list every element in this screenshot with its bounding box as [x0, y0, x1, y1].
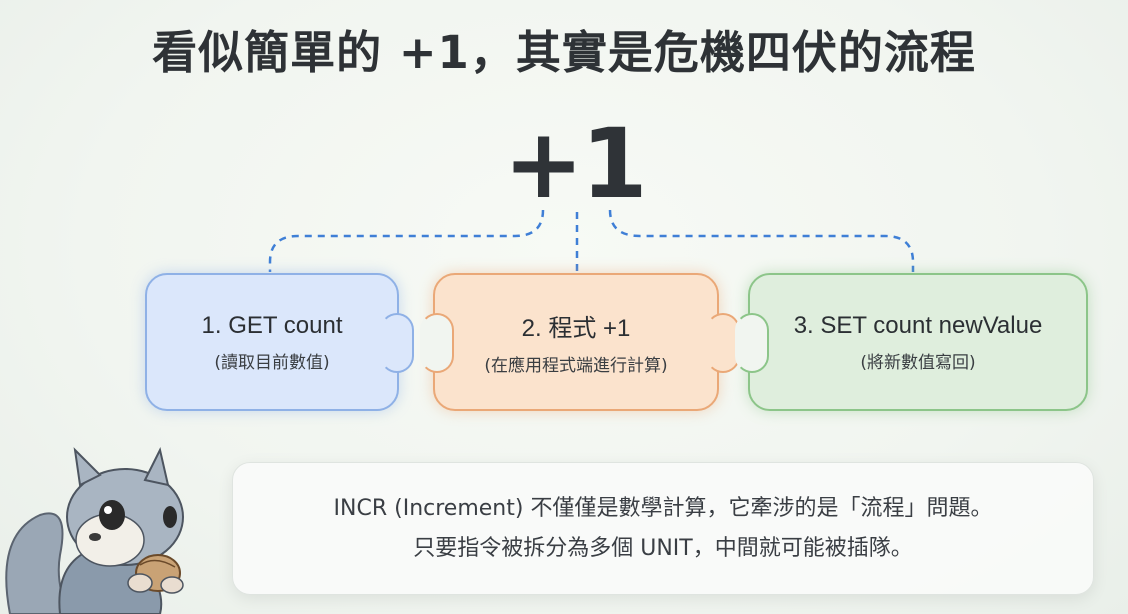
- step-set-subtitle: (將新數值寫回): [860, 352, 976, 373]
- step-compute-title: 2. 程式 +1: [521, 315, 631, 342]
- explanation-note: INCR (Increment) 不僅僅是數學計算，它牽涉的是「流程」問題。 只…: [232, 462, 1094, 595]
- puzzle-tab-1: [380, 313, 414, 373]
- step-get-subtitle: (讀取目前數值): [214, 352, 330, 373]
- puzzle-socket-3: [735, 313, 769, 373]
- connector-left: [268, 209, 545, 272]
- step-set-card: 3. SET count newValue (將新數值寫回): [748, 273, 1088, 411]
- puzzle-socket-2: [420, 313, 454, 373]
- page-title: 看似簡單的 +1，其實是危機四伏的流程: [152, 26, 976, 79]
- step-set-title: 3. SET count newValue: [793, 311, 1043, 339]
- step-compute-card: 2. 程式 +1 (在應用程式端進行計算): [433, 273, 719, 411]
- note-line-2: 只要指令被拆分為多個 UNIT，中間就可能被插隊。: [413, 535, 913, 561]
- step-get-card: 1. GET count (讀取目前數值): [145, 273, 399, 411]
- connector-right: [608, 209, 915, 272]
- step-compute-subtitle: (在應用程式端進行計算): [484, 356, 668, 376]
- plus-one-label: +1: [503, 108, 647, 220]
- note-line-1: INCR (Increment) 不僅僅是數學計算，它牽涉的是「流程」問題。: [333, 495, 993, 521]
- squirrel-mascot-icon: [5, 447, 184, 614]
- step-get-title: 1. GET count: [201, 311, 343, 339]
